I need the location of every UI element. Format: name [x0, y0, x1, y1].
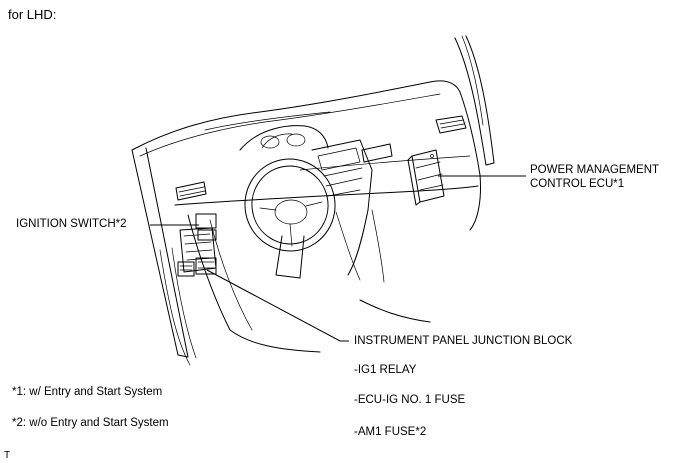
ignition-switch-area — [195, 213, 217, 229]
power-management-ecu — [407, 149, 445, 206]
footnote-2: *2: w/o Entry and Start System — [12, 417, 169, 429]
label-power-management: POWER MANAGEMENT — [530, 164, 660, 176]
left-vent — [175, 181, 207, 201]
label-ecu-ig-fuse: -ECU-IG NO. 1 FUSE — [354, 394, 466, 406]
label-control-ecu: CONTROL ECU*1 — [530, 178, 625, 190]
diagram-title: for LHD: — [8, 7, 57, 22]
junction-block-cluster — [177, 227, 217, 277]
corner-mark: T — [4, 450, 11, 461]
label-ig1-relay: -IG1 RELAY — [354, 364, 417, 376]
label-junction-block: INSTRUMENT PANEL JUNCTION BLOCK — [354, 335, 573, 347]
footnote-1: *1: w/ Entry and Start System — [12, 386, 163, 398]
cluster-hood — [239, 125, 329, 151]
label-ignition-switch: IGNITION SWITCH*2 — [16, 218, 127, 230]
center-stack — [311, 139, 373, 276]
left-a-pillar — [131, 147, 189, 358]
leader-junction-block — [206, 269, 349, 342]
label-am1-fuse: -AM1 FUSE*2 — [354, 426, 427, 438]
right-vent — [435, 115, 467, 134]
steering-wheel — [244, 158, 336, 252]
dashboard-top — [131, 80, 461, 151]
dash-lower-edge — [174, 185, 479, 206]
right-a-pillar — [454, 35, 495, 166]
